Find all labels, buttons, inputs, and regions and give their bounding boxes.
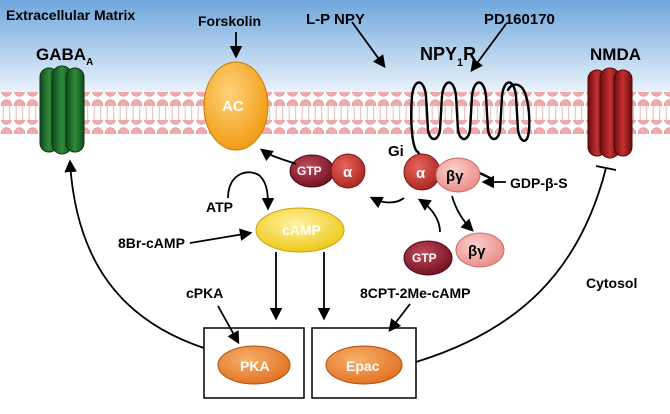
ac-label: AC: [222, 98, 244, 115]
camp-label: cAMP: [282, 222, 321, 238]
gtp-upper-label: GTP: [297, 164, 322, 178]
arrow-atp-camp: [227, 171, 275, 211]
8br-camp-label: 8Br-cAMP: [118, 235, 185, 251]
npy1r-label: NPY1R: [420, 44, 476, 69]
arrow-pka-gaba: [64, 159, 205, 349]
arrow-8brcamp-camp: [189, 228, 253, 244]
arrow-bg-to-lower: [451, 195, 474, 232]
beta-gamma-lower-label: βγ: [468, 243, 486, 260]
arrow-cpka-pka: [217, 305, 240, 345]
pka-label: PKA: [240, 358, 270, 374]
arrow-galpha-ac: [259, 148, 297, 165]
extracellular-region: [0, 0, 670, 92]
beta-gamma-upper-label: βγ: [446, 168, 464, 185]
gaba-a-channel: [39, 65, 85, 155]
arrow-pd160170-receptor: [470, 23, 507, 73]
nmda-label: NMDA: [590, 45, 641, 64]
g-beta-gamma-lower: [455, 232, 505, 268]
gtp-bound-lower: [403, 240, 453, 276]
lipid-bilayer: [0, 92, 670, 134]
alpha-upper-label: α: [343, 164, 353, 181]
forskolin-label: Forskolin: [198, 13, 261, 29]
epac-enzyme: [325, 345, 403, 385]
alpha-right-label: α: [416, 165, 426, 182]
cytosol-label: Cytosol: [586, 275, 637, 291]
pka-enzyme: [217, 345, 291, 385]
arrow-gi-to-galpha: [369, 196, 405, 209]
cpka-label: cPKA: [186, 285, 223, 301]
extracellular-matrix-label: Extracellular Matrix: [6, 7, 135, 23]
epac-label: Epac: [346, 358, 380, 374]
inhibit-bar-nmda: [595, 165, 617, 171]
g-alpha-active: [330, 153, 366, 189]
gtp-lower-label: GTP: [412, 251, 437, 265]
nmda-channel: [587, 67, 633, 159]
pd160170-label: PD160170: [484, 11, 555, 28]
gdp-beta-s-label: GDP-β-S: [510, 175, 568, 191]
gaba-a-label: GABAA: [36, 45, 93, 68]
lp-npy-label: L-P NPY: [306, 11, 365, 28]
atp-label: ATP: [206, 199, 233, 215]
gi-label: Gi: [388, 143, 404, 160]
arrow-lpnpy-receptor: [351, 21, 386, 69]
8cpt-camp-label: 8CPT-2Me-cAMP: [360, 285, 470, 301]
adenylyl-cyclase: [203, 61, 269, 151]
inhibit-epac-nmda: [415, 167, 607, 363]
g-beta-gamma-upper: [435, 157, 481, 193]
camp-molecule: [255, 207, 345, 253]
arrow-to-lower-gtp: [417, 198, 441, 233]
arrow-cptcamp-epac: [388, 303, 411, 332]
